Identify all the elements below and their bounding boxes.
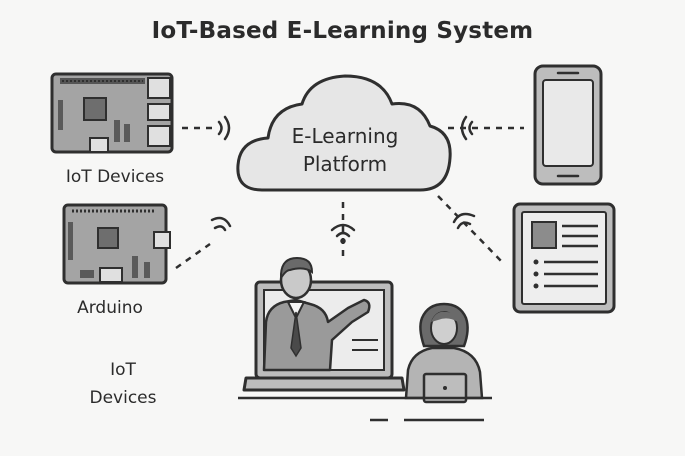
- wifi-icon: [217, 115, 231, 141]
- arduino-board-icon: [62, 203, 171, 285]
- iot-devices-bottom-line2: Devices: [89, 388, 157, 408]
- wifi-icon: [210, 216, 232, 232]
- desk-lines: [238, 396, 492, 422]
- cloud-label-line1: E-Learning: [291, 124, 399, 148]
- cloud-icon: [236, 74, 452, 192]
- iot-devices-bottom-line1: IoT: [110, 360, 136, 380]
- teacher-icon: [262, 256, 371, 372]
- smartphone-icon: [533, 64, 603, 186]
- wifi-icon: [460, 115, 474, 141]
- cloud-label: E-Learning Platform: [250, 122, 440, 178]
- tablet-icon: [512, 202, 616, 314]
- raspberry-pi-board-icon: [50, 72, 174, 154]
- wifi-icon: [330, 223, 356, 244]
- cloud-label-line2: Platform: [302, 152, 388, 176]
- wifi-icon: [452, 212, 476, 230]
- iot-devices-top-label: IoT Devices: [65, 167, 165, 187]
- student-icon: [404, 302, 484, 404]
- diagram-title: IoT-Based E-Learning System: [151, 18, 534, 44]
- iot-devices-bottom-label: IoT Devices: [60, 356, 186, 412]
- arduino-label: Arduino: [77, 298, 143, 318]
